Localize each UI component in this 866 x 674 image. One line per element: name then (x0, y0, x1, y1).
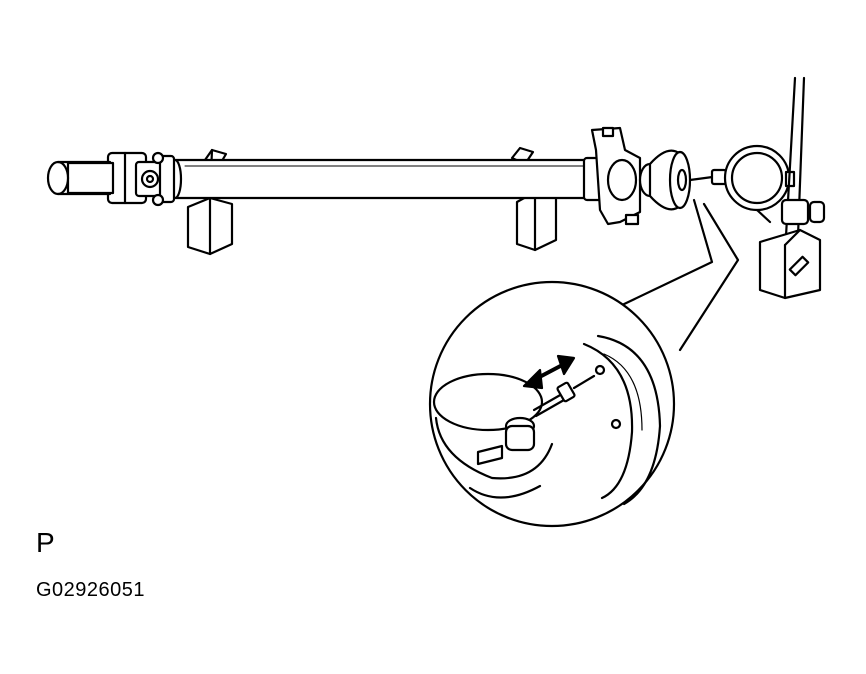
center-bearing-bracket (582, 126, 642, 226)
detail-callout-leader (618, 198, 740, 352)
view-label: P (36, 527, 55, 558)
figure-code: G02926051 (36, 579, 146, 601)
output-flange (638, 149, 692, 211)
magnetic-base-stand (758, 76, 826, 300)
sleeve-yoke (46, 160, 115, 196)
shaft-tube (167, 158, 597, 200)
movement-arrow (522, 354, 576, 390)
detail-view-circle (428, 280, 676, 528)
dial-indicator (688, 144, 796, 224)
universal-joint (106, 151, 176, 207)
right-v-block (510, 146, 558, 252)
